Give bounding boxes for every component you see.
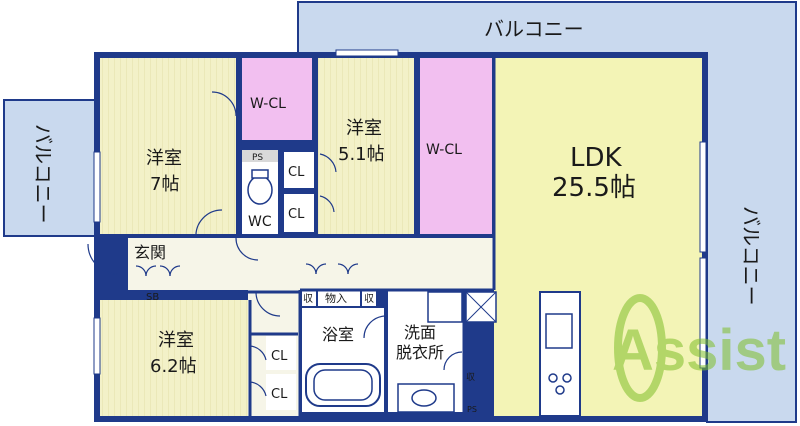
assist-logo: Assist — [612, 294, 786, 402]
bathtub — [305, 363, 381, 407]
hallway — [128, 238, 494, 290]
cl-upper — [284, 152, 314, 188]
room-5-1-floor — [318, 58, 414, 234]
room-6-2-size: 6.2帖 — [150, 356, 197, 377]
room-7-name: 洋室 — [146, 148, 182, 169]
storage-right-label: 収 — [364, 293, 374, 305]
cl-sw-upper-label: CL — [271, 349, 288, 364]
door-swings — [87, 91, 463, 397]
balcony-left-label: バルコニー — [31, 124, 55, 224]
washroom-label-1: 洗面 — [404, 323, 436, 342]
balcony-left — [4, 100, 98, 236]
cl-lower-label: CL — [288, 207, 305, 222]
storage-right — [362, 290, 376, 306]
kitchen-sink — [545, 313, 573, 349]
cl-sw-lower — [266, 374, 296, 410]
cl-lower — [284, 194, 314, 232]
wcl-east — [420, 58, 492, 234]
wcl-east-label: W-CL — [426, 142, 462, 158]
window-left — [93, 151, 101, 223]
storage-middle-label: 物入 — [325, 291, 347, 305]
window-right-upper — [699, 141, 707, 253]
ldk-floor — [494, 58, 702, 416]
toilet-ps — [242, 150, 278, 162]
window-left-lower — [93, 317, 101, 375]
balcony-top — [298, 2, 796, 54]
toilet-label: WC — [248, 214, 272, 230]
balcony-top-label: バルコニー — [484, 17, 584, 41]
room-7-floor — [100, 58, 236, 234]
entrance-label: 玄関 — [134, 243, 166, 262]
watermark-text: Assist — [612, 318, 786, 383]
ps-toilet-label: PS — [252, 153, 263, 163]
toilet-fixture — [247, 175, 273, 205]
cl-upper-label: CL — [288, 165, 305, 180]
interior-walls — [96, 56, 496, 418]
wcl-north-label: W-CL — [250, 96, 286, 112]
room-6-2-name: 洋室 — [158, 330, 194, 351]
room-7-size: 7帖 — [150, 174, 179, 195]
washer-pan — [427, 291, 463, 323]
room-6-2-floor — [100, 300, 248, 416]
kitchen-counter — [539, 291, 581, 417]
room-5-1-name: 洋室 — [346, 118, 382, 139]
wcl-north — [242, 58, 312, 140]
cl-sw-upper — [266, 336, 296, 370]
sink-vanity — [397, 383, 455, 413]
storage-middle — [318, 290, 360, 306]
storage-wash-label: 収 — [466, 371, 475, 383]
storage-left — [302, 290, 316, 306]
bath-label: 浴室 — [322, 325, 354, 344]
room-5-1-size: 5.1帖 — [338, 144, 385, 165]
washroom-label-2: 脱衣所 — [396, 343, 444, 362]
window-top — [335, 49, 399, 57]
window-right-lower — [699, 257, 707, 369]
cl-sw-lower-label: CL — [271, 387, 288, 402]
stove-burners — [548, 373, 572, 395]
ldk-size: 25.5帖 — [552, 173, 636, 203]
storage-left-label: 収 — [303, 293, 313, 305]
shoe-box-label: SB — [146, 292, 159, 303]
ps-wash-label: PS — [467, 405, 477, 414]
ldk-name: LDK — [570, 143, 623, 173]
balcony-right-label: バルコニー — [739, 206, 763, 306]
balcony-right — [706, 54, 796, 422]
